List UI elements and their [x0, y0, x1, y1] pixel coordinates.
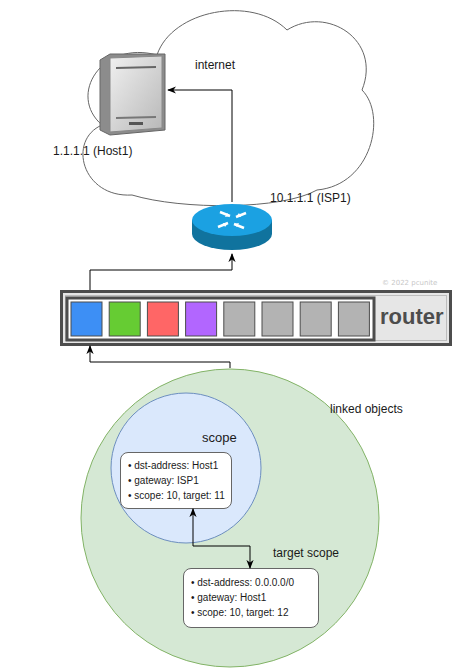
node-label: • scope: 10, target: 11 — [128, 490, 225, 501]
connector — [90, 346, 230, 368]
node-heading: target scope — [273, 546, 339, 560]
node-label: 1.1.1.1 (Host1) — [53, 144, 132, 158]
node-label: • gateway: ISP1 — [128, 475, 199, 486]
node-label: 10.1.1.1 (ISP1) — [270, 191, 351, 205]
connector — [193, 509, 250, 568]
watermark: © 2022 pcunite — [382, 279, 437, 287]
node-label: • dst-address: 0.0.0.0/0 — [191, 577, 294, 588]
route-box: target scope• dst-address: 0.0.0.0/0• ga… — [183, 568, 319, 628]
server-icon — [50, 52, 168, 160]
router-icon — [190, 198, 274, 254]
node-label: internet — [195, 58, 235, 72]
route-box: • dst-address: Host1 • gateway: ISP1 • sco… — [120, 452, 232, 509]
node-label: linked objects — [330, 402, 403, 416]
node-label: scope — [202, 430, 237, 445]
connector — [90, 254, 232, 290]
node-label: • dst-address: Host1 — [128, 460, 218, 471]
cloud-shape: internet1.1.1.1 (Host1) — [62, 0, 380, 205]
server-node: 1.1.1.1 (Host1) — [50, 52, 168, 160]
scope-circle: scope • dst-address: Host1 • gateway: ISP1… — [110, 392, 262, 544]
linked-objects-circle: linked objectsscope• dst-address: Host1•… — [80, 368, 380, 668]
connector — [168, 90, 232, 202]
router-node: 10.1.1.1 (ISP1) — [190, 198, 274, 254]
node-label: • gateway: Host1 — [191, 592, 266, 603]
router-bar: router — [60, 290, 452, 346]
node-label: • scope: 10, target: 12 — [191, 607, 288, 618]
node-label: router — [380, 304, 444, 330]
